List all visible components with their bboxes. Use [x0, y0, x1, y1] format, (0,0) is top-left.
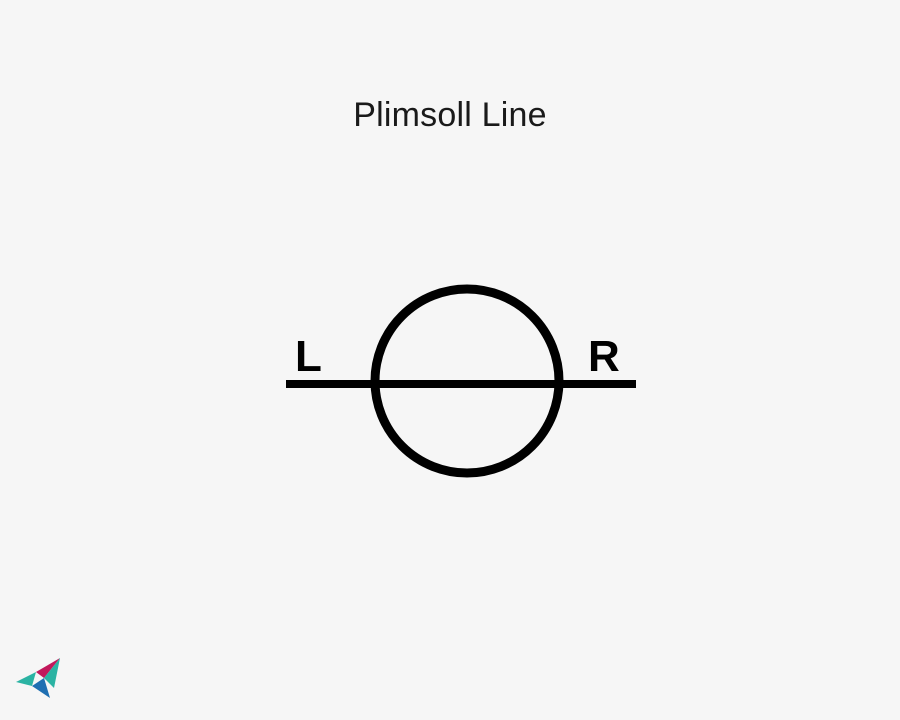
right-label: R	[588, 332, 620, 381]
left-label: L	[295, 332, 322, 381]
slide-title: Plimsoll Line	[353, 96, 547, 134]
bird-logo-icon	[16, 658, 60, 698]
